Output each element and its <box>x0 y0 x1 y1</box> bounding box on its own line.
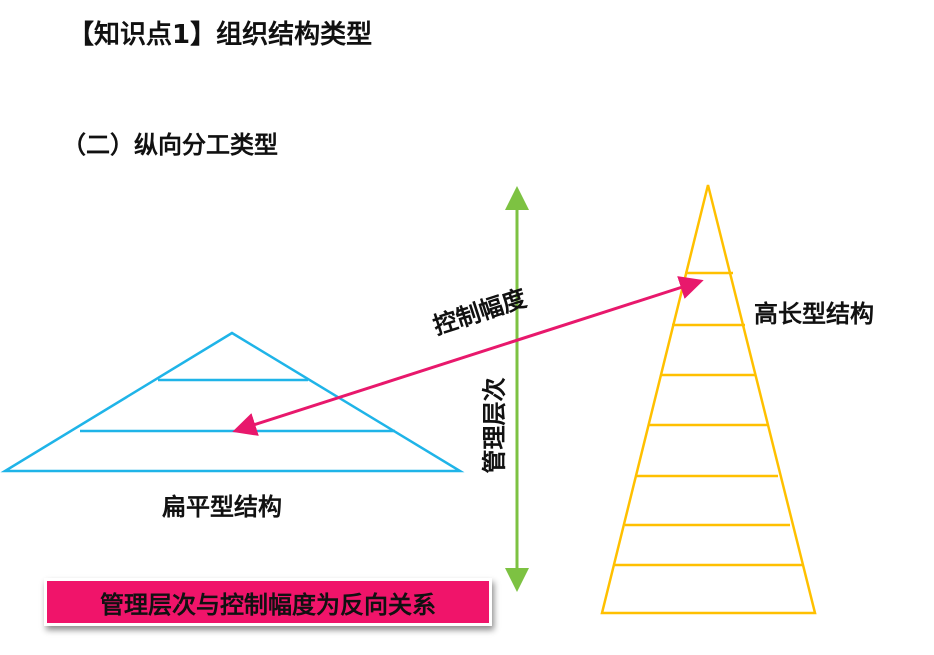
flat-structure-label: 扁平型结构 <box>162 493 282 521</box>
tall-structure-label: 高长型结构 <box>754 300 874 328</box>
flat-structure-triangle <box>0 331 465 473</box>
tall-structure-triangle <box>600 184 817 615</box>
page-title: 【知识点1】组织结构类型 <box>68 20 373 50</box>
span-of-control-arrow <box>232 276 704 436</box>
management-levels-label: 管理层次 <box>480 377 509 474</box>
section-subtitle: （二）纵向分工类型 <box>62 131 278 159</box>
conclusion-box: 管理层次与控制幅度为反向关系 <box>44 578 492 626</box>
conclusion-text: 管理层次与控制幅度为反向关系 <box>100 590 436 619</box>
